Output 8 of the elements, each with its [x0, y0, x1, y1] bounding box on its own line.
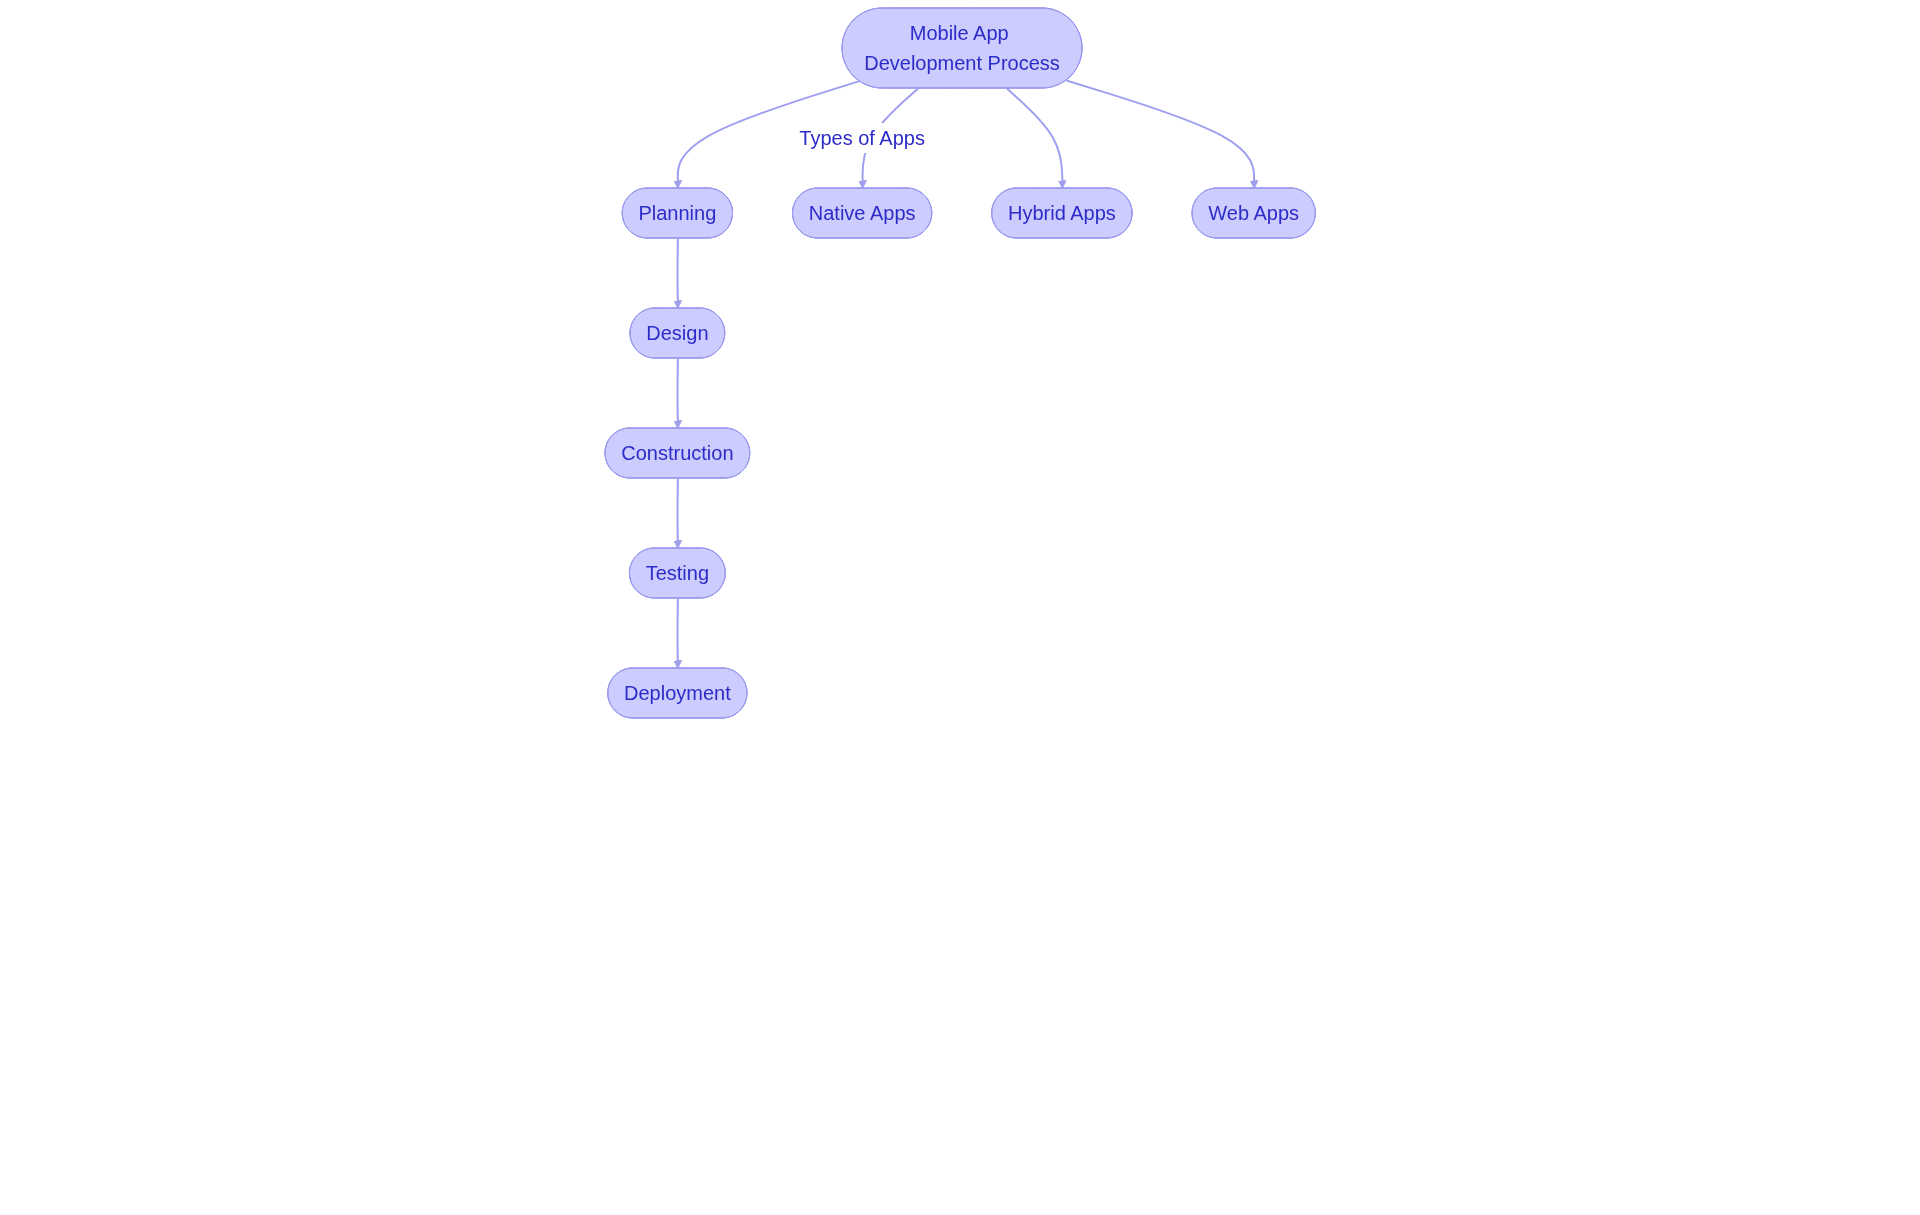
- edge-label: Types of Apps: [799, 127, 925, 149]
- arrow: [673, 597, 682, 669]
- arrow: [673, 357, 682, 429]
- arrow: [673, 477, 682, 549]
- arrow: [673, 80, 861, 189]
- arrow: [673, 237, 682, 309]
- arrow: [1005, 87, 1067, 189]
- arrow: [1065, 79, 1259, 189]
